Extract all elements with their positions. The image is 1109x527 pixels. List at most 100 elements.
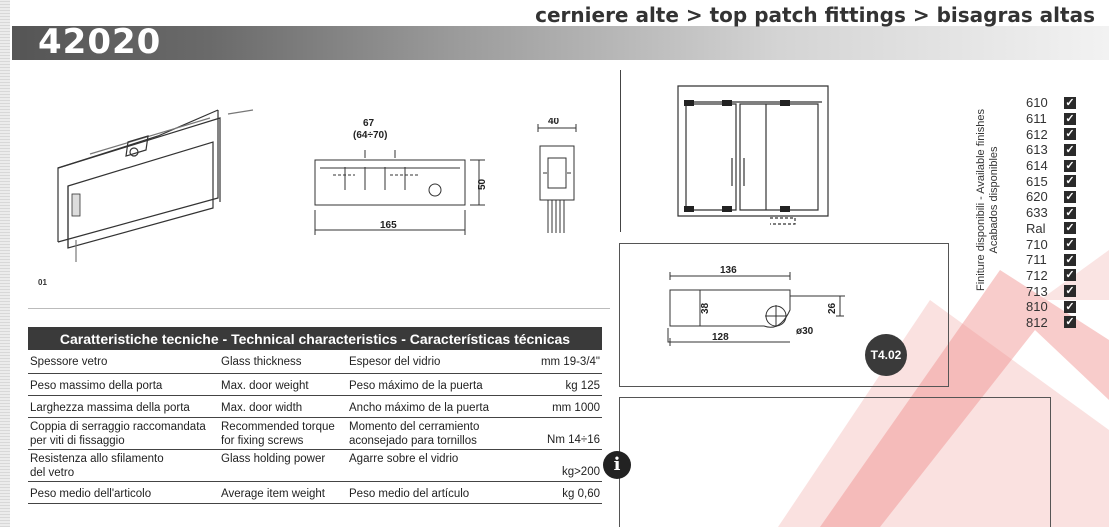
table-row: Coppia di serraggio raccomandata per vit… — [28, 417, 602, 450]
check-icon: ✓ — [1064, 159, 1076, 172]
finish-item: 615✓ — [1026, 173, 1076, 189]
dim-length-label: 165 — [380, 220, 397, 231]
spec-label-it: Peso massimo della porta — [28, 373, 219, 396]
finish-item: 711 ✓ — [1026, 252, 1076, 268]
front-dimension-drawing: 40 — [537, 118, 577, 233]
finish-code: 633 — [1026, 205, 1048, 221]
glass-cutout-drawing: 136 38 26 128 ø30 — [667, 265, 845, 346]
finish-code: Ral — [1026, 220, 1046, 236]
cutout-dim-top: 136 — [720, 265, 737, 276]
spec-label-es: Espesor del vidrio — [347, 350, 515, 374]
spec-label-es: Momento del cerramiento aconsejado para … — [347, 417, 515, 450]
spec-value: mm 1000 — [515, 395, 602, 418]
spec-label-it-line1: Coppia di serraggio raccomandata — [30, 420, 206, 433]
product-code: 42020 — [38, 22, 162, 62]
table-row: Peso medio dell'articolo Average item we… — [28, 481, 602, 504]
dim-width-range-label: (64÷70) — [353, 130, 387, 141]
dim-height-label: 50 — [477, 178, 488, 190]
finish-item: 633 ✓ — [1026, 205, 1076, 221]
finishes-label-line1: Finiture disponibili - Available finishe… — [975, 109, 987, 292]
check-icon: ✓ — [1064, 253, 1076, 266]
spec-label-en-line1: Recommended torque — [221, 420, 335, 433]
check-icon: ✓ — [1064, 143, 1076, 156]
finish-item: 713 ✓ — [1026, 283, 1076, 299]
check-icon: ✓ — [1064, 96, 1076, 109]
side-dimension-drawing: 67 (64÷70) 50 165 — [314, 118, 488, 235]
check-icon: ✓ — [1064, 206, 1076, 219]
finishes-list: 610✓ 611✓ 612✓ 613✓ 614✓ 615✓ 620✓ 633✓ … — [1026, 95, 1076, 330]
tech-table-title: Caratteristiche tecniche - Technical cha… — [28, 327, 602, 350]
product-photo-drawing — [57, 109, 254, 262]
cutout-dim-right: 26 — [827, 302, 838, 314]
spec-label-it: Resistenza allo sfilamento del vetro — [28, 449, 219, 482]
dim-width-label: 67 — [363, 118, 375, 129]
spec-label-en: Recommended torque for fixing screws — [219, 417, 347, 450]
finish-item: 614 ✓ — [1026, 158, 1076, 174]
glass-cutout-box — [619, 243, 949, 387]
spec-label-en-line2: for fixing screws — [221, 434, 304, 447]
cutout-dim-left: 38 — [700, 302, 711, 314]
info-icon: i — [603, 451, 631, 479]
finish-item: 610 ✓ — [1026, 95, 1076, 111]
spec-value: kg 125 — [515, 373, 602, 396]
finish-code: 610 — [1026, 95, 1048, 111]
tech-table: Caratteristiche tecniche - Technical cha… — [28, 327, 602, 504]
finish-item: 611 ✓ — [1026, 111, 1076, 127]
table-row: Spessore vetro Glass thickness Espesor d… — [28, 350, 602, 374]
check-icon: ✓ — [1064, 112, 1076, 125]
finish-code: 613 — [1026, 142, 1048, 158]
check-icon: ✓ — [1064, 128, 1076, 141]
figure-label: 01 — [38, 278, 47, 287]
spec-label-en: Glass holding power — [219, 449, 347, 482]
spec-value: kg>200 — [515, 449, 602, 482]
finish-code: 611 — [1026, 111, 1047, 127]
check-icon: ✓ — [1064, 285, 1076, 298]
spec-value: Nm 14÷16 — [515, 417, 602, 450]
finish-item: 812✓ — [1026, 315, 1076, 331]
info-box — [619, 397, 1051, 527]
decorative-strip — [0, 0, 10, 527]
spec-label-en: Glass thickness — [219, 350, 347, 374]
spec-label-it: Peso medio dell'articolo — [28, 481, 219, 504]
cutout-badge: T4.02 — [865, 334, 907, 376]
check-icon: ✓ — [1064, 269, 1076, 282]
finish-code: 810 — [1026, 299, 1048, 315]
finish-item: 620✓ — [1026, 189, 1076, 205]
spec-label-es: Peso máximo de la puerta — [347, 373, 515, 396]
spec-label-es: Agarre sobre el vidrio — [347, 449, 515, 482]
breadcrumb: cerniere alte > top patch fittings > bis… — [535, 3, 1095, 27]
spec-label-en: Average item weight — [219, 481, 347, 504]
spec-label-it-line2: del vetro — [30, 466, 75, 479]
table-row: Resistenza allo sfilamento del vetro Gla… — [28, 449, 602, 482]
spec-label-it-line1: Resistenza allo sfilamento — [30, 452, 164, 465]
header-band — [12, 26, 1109, 60]
dim-depth-label: 40 — [548, 118, 560, 127]
spec-value: mm 19-3/4" — [515, 350, 602, 374]
table-row: Larghezza massima della porta Max. door … — [28, 395, 602, 418]
vertical-divider — [620, 70, 621, 232]
finish-item: Ral ✓ — [1026, 221, 1076, 237]
finish-code: 812 — [1026, 314, 1048, 330]
horizontal-divider — [28, 308, 610, 309]
check-icon: ✓ — [1064, 238, 1076, 251]
spec-label-en: Max. door weight — [219, 373, 347, 396]
check-icon: ✓ — [1064, 222, 1076, 235]
check-icon: ✓ — [1064, 190, 1076, 203]
finish-code: 711 — [1026, 252, 1047, 268]
finish-item: 712 ✓ — [1026, 268, 1076, 284]
spec-label-es-line1: Momento del cerramiento — [349, 420, 480, 433]
spec-label-en: Max. door width — [219, 395, 347, 418]
check-icon: ✓ — [1064, 300, 1076, 313]
spec-label-it: Larghezza massima della porta — [28, 395, 219, 418]
spec-label-es: Peso medio del artículo — [347, 481, 515, 504]
finish-item: 612✓ — [1026, 126, 1076, 142]
spec-label-es: Ancho máximo de la puerta — [347, 395, 515, 418]
spec-label-es-line2: aconsejado para tornillos — [349, 434, 477, 447]
finish-code: 614 — [1026, 158, 1048, 174]
spec-value: kg 0,60 — [515, 481, 602, 504]
finish-code: 713 — [1026, 283, 1048, 299]
cutout-dim-hole: ø30 — [796, 326, 814, 337]
table-row: Peso massimo della porta Max. door weigh… — [28, 373, 602, 396]
finish-code: 710 — [1026, 236, 1048, 252]
finish-code: 712 — [1026, 267, 1048, 283]
